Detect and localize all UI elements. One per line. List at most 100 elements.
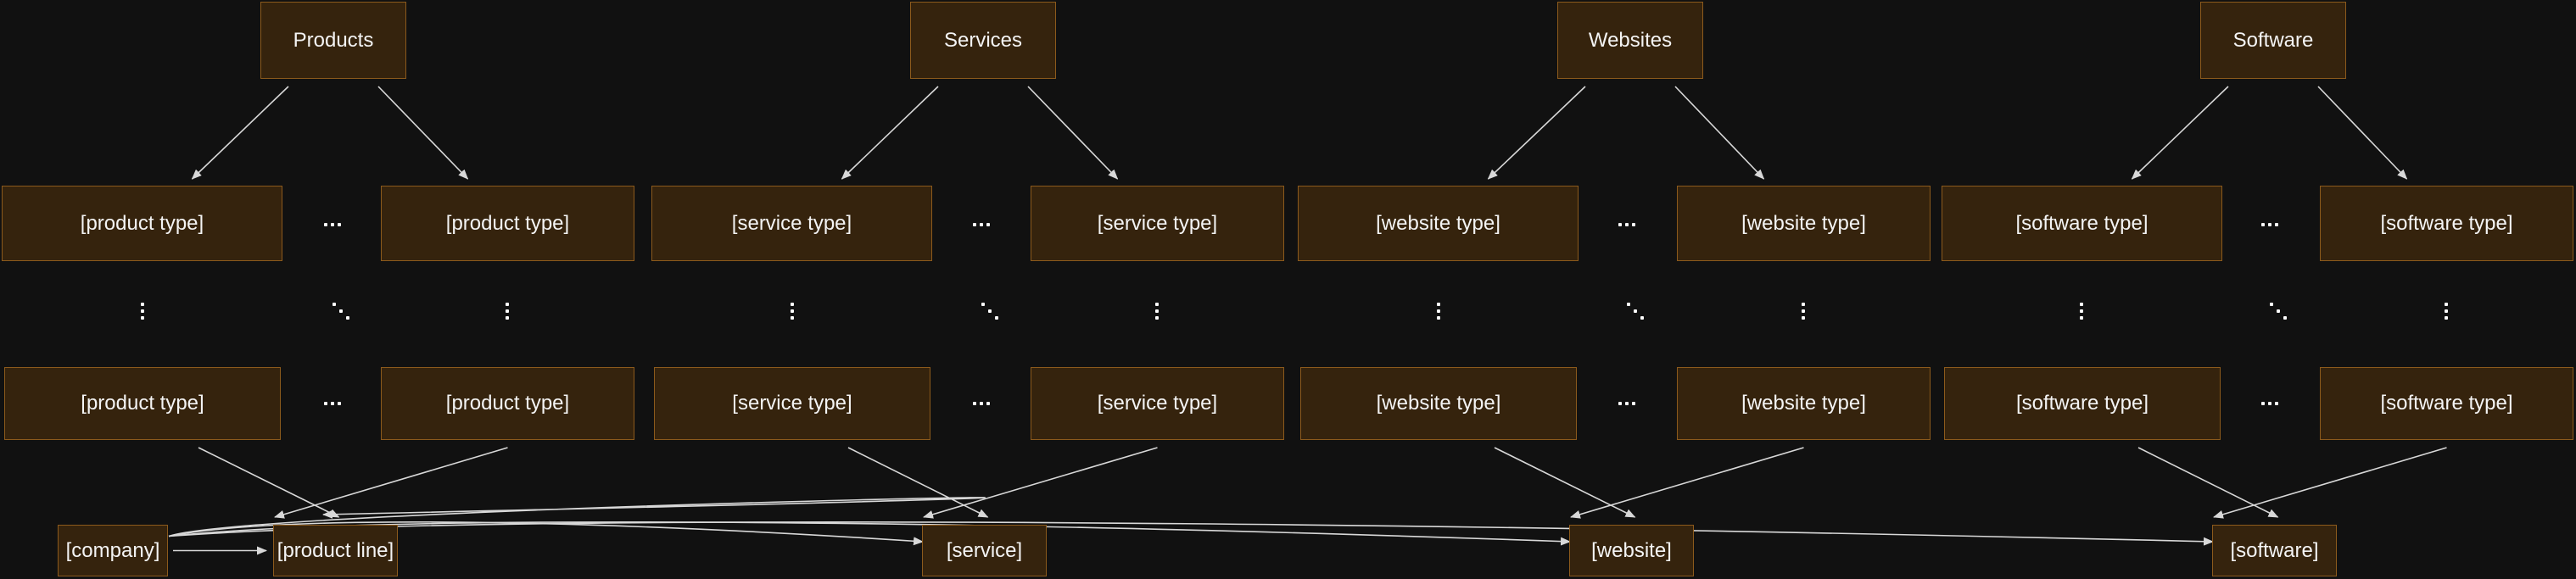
services-ellipsis-row1-dot-3 [986,223,990,226]
websites-ellipsis-row2-dot-2 [1625,402,1629,405]
edge-software-title-to-software-type-r1-b [2317,86,2408,180]
websites-type-r2-a[interactable]: [website type] [1300,367,1577,440]
products-vertical-ellipsis-b-dot-2 [506,309,509,313]
edge-services-type-r2-a-to-services-instance [847,447,989,518]
products-type-r1-b[interactable]: [product type] [381,186,634,261]
services-diagonal-ellipsis-dot-3 [995,316,998,320]
websites-type-r1-a[interactable]: [website type] [1298,186,1579,261]
edge-services-title-to-services-type-r1-a [841,86,939,180]
software-ellipsis-row2-dot-3 [2275,402,2278,405]
products-vertical-ellipsis-a [130,298,155,324]
products-ellipsis-row2-dot-1 [324,402,327,405]
software-title[interactable]: Software [2200,2,2346,79]
products-ellipsis-row2-dot-3 [338,402,341,405]
products-ellipsis-row1 [320,212,345,237]
software-vertical-ellipsis-a-dot-1 [2080,303,2083,306]
services-vertical-ellipsis-a-dot-1 [791,303,794,306]
services-title[interactable]: Services [910,2,1056,79]
software-diagonal-ellipsis-dot-1 [2270,303,2273,306]
products-type-r1-a[interactable]: [product type] [2,186,282,261]
software-ellipsis-row1-dot-2 [2268,223,2271,226]
websites-vertical-ellipsis-b [1791,298,1816,324]
software-diagonal-ellipsis [2266,298,2291,324]
edge-software-type-r2-a-to-software-instance [2137,447,2279,518]
products-diagonal-ellipsis-dot-3 [346,316,349,320]
services-diagonal-ellipsis [977,298,1003,324]
websites-type-r1-b[interactable]: [website type] [1677,186,1931,261]
services-diagonal-ellipsis-dot-2 [988,309,992,313]
services-instance[interactable]: [service] [922,525,1047,576]
services-ellipsis-row2 [969,391,994,416]
websites-diagonal-ellipsis-dot-2 [1634,309,1637,313]
services-vertical-ellipsis-b-dot-1 [1155,303,1159,306]
services-ellipsis-row1-dot-2 [980,223,983,226]
software-type-r1-b[interactable]: [software type] [2320,186,2573,261]
software-ellipsis-row1-dot-1 [2261,223,2265,226]
software-vertical-ellipsis-a-dot-2 [2080,309,2083,313]
software-vertical-ellipsis-b-dot-1 [2445,303,2448,306]
software-ellipsis-row2-dot-1 [2261,402,2265,405]
edge-websites-title-to-websites-type-r1-b [1674,86,1765,180]
websites-title[interactable]: Websites [1557,2,1703,79]
edge-products-type-r2-a-to-products-instance [198,447,340,518]
services-ellipsis-row1 [969,212,994,237]
websites-vertical-ellipsis-a-dot-1 [1437,303,1440,306]
products-type-r2-b[interactable]: [product type] [381,367,634,440]
websites-type-r2-b[interactable]: [website type] [1677,367,1931,440]
websites-instance[interactable]: [website] [1569,525,1694,576]
software-ellipsis-row1 [2257,212,2283,237]
products-ellipsis-row2-dot-2 [331,402,334,405]
products-diagonal-ellipsis-dot-2 [339,309,343,313]
services-vertical-ellipsis-b-dot-2 [1155,309,1159,313]
software-diagonal-ellipsis-dot-3 [2283,316,2287,320]
software-type-r2-a[interactable]: [software type] [1944,367,2221,440]
software-type-r1-a[interactable]: [software type] [1942,186,2222,261]
edge-software-title-to-software-type-r1-a [2131,86,2229,180]
websites-ellipsis-row1-dot-2 [1625,223,1629,226]
software-vertical-ellipsis-b-dot-3 [2445,316,2448,320]
websites-ellipsis-row2 [1614,391,1640,416]
services-vertical-ellipsis-a-dot-2 [791,309,794,313]
products-ellipsis-row1-dot-2 [331,223,334,226]
products-vertical-ellipsis-a-dot-2 [141,309,144,313]
services-vertical-ellipsis-b-dot-3 [1155,316,1159,320]
services-type-r1-a[interactable]: [service type] [651,186,932,261]
services-type-r2-b[interactable]: [service type] [1031,367,1284,440]
software-vertical-ellipsis-a [2069,298,2094,324]
edge-services-title-to-services-type-r1-b [1027,86,1119,180]
edge-products-title-to-products-type-r1-a [191,86,289,180]
websites-ellipsis-row1-dot-1 [1618,223,1622,226]
software-type-r2-b[interactable]: [software type] [2320,367,2573,440]
websites-ellipsis-row2-dot-1 [1618,402,1622,405]
services-type-r2-a[interactable]: [service type] [654,367,930,440]
software-ellipsis-row2-dot-2 [2268,402,2271,405]
software-vertical-ellipsis-a-dot-3 [2080,316,2083,320]
websites-vertical-ellipsis-b-dot-2 [1802,309,1805,313]
websites-diagonal-ellipsis [1623,298,1648,324]
services-vertical-ellipsis-a-dot-3 [791,316,794,320]
edge-company-to-software-instance [168,521,2214,546]
products-diagonal-ellipsis [328,298,354,324]
products-vertical-ellipsis-a-dot-1 [141,303,144,306]
edge-services-type-r2-b-to-services-instance [923,447,1158,519]
edge-websites-type-r2-b-to-websites-instance [1570,447,1804,519]
websites-vertical-ellipsis-b-dot-3 [1802,316,1805,320]
services-ellipsis-row1-dot-1 [973,223,976,226]
edge-products-title-to-products-type-r1-b [377,86,469,180]
websites-diagonal-ellipsis-dot-3 [1640,316,1644,320]
software-vertical-ellipsis-b-dot-2 [2445,309,2448,313]
software-ellipsis-row1-dot-3 [2275,223,2278,226]
software-instance[interactable]: [software] [2212,525,2337,576]
products-title[interactable]: Products [260,2,406,79]
products-type-r2-a[interactable]: [product type] [4,367,281,440]
websites-vertical-ellipsis-b-dot-1 [1802,303,1805,306]
edge-products-type-r2-b-to-products-instance [274,447,508,519]
products-instance[interactable]: [product line] [273,525,398,576]
products-ellipsis-row1-dot-1 [324,223,327,226]
websites-diagonal-ellipsis-dot-1 [1627,303,1630,306]
company-node[interactable]: [company] [58,525,168,576]
edge-websites-type-r2-a-to-websites-instance [1494,447,1636,518]
services-diagonal-ellipsis-dot-1 [981,303,985,306]
services-type-r1-b[interactable]: [service type] [1031,186,1284,261]
